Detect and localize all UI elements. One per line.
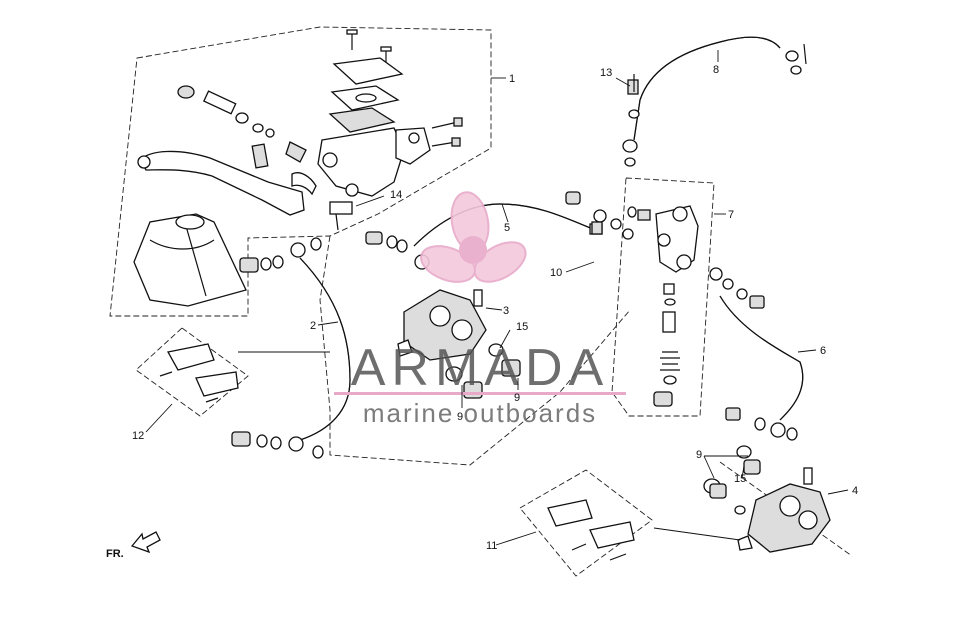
callout-2: 2 [310,320,316,332]
callout-9c: 9 [696,449,702,461]
front-arrow-icon [130,531,161,554]
assembly-1-boundary [109,26,492,317]
caliper-assembly-boundary [319,235,631,466]
armada-logo [420,191,527,283]
bolt-10 [591,221,603,235]
pad-set-12-boundary [135,327,249,417]
callout-15b: 15 [734,473,746,485]
brake-pads-12 [159,343,239,403]
brake-lever [139,150,305,216]
callout-5: 5 [504,222,510,234]
brake-caliper-4 [703,445,831,553]
pad-set-11-boundary [519,469,653,577]
watermark-tagline: marine outboards [363,398,597,428]
leader-lines [145,50,849,546]
logo-hub [459,236,487,264]
callout-12: 12 [132,430,144,442]
callout-8: 8 [713,64,719,76]
callout-1: 1 [509,73,515,85]
callout-13: 13 [600,67,612,79]
brake-hose-6 [709,267,804,441]
brake-pads-11 [547,499,635,561]
callout-10: 10 [550,267,562,279]
brake-hose-2 [231,237,351,459]
callout-4: 4 [852,485,858,497]
callout-9b: 9 [514,392,520,404]
brake-caliper-3 [397,289,521,399]
callout-9a: 9 [457,411,463,423]
watermark-brand: ARMADA [351,339,609,397]
watermark-underline [334,392,626,395]
brake-hose-5 [365,191,634,270]
callout-14: 14 [390,189,402,201]
callout-3: 3 [503,305,509,317]
reservoir-cover [133,213,247,307]
assembly-7-boundary [611,177,715,417]
logo-petal [473,241,527,283]
callout-11: 11 [486,540,497,552]
master-cylinder-group [133,29,463,307]
callout-15a: 15 [516,321,528,333]
front-marker-label: FR. [106,548,124,560]
callout-6: 6 [820,345,826,357]
brake-hose-8 [622,36,807,167]
callout-7: 7 [728,209,734,221]
